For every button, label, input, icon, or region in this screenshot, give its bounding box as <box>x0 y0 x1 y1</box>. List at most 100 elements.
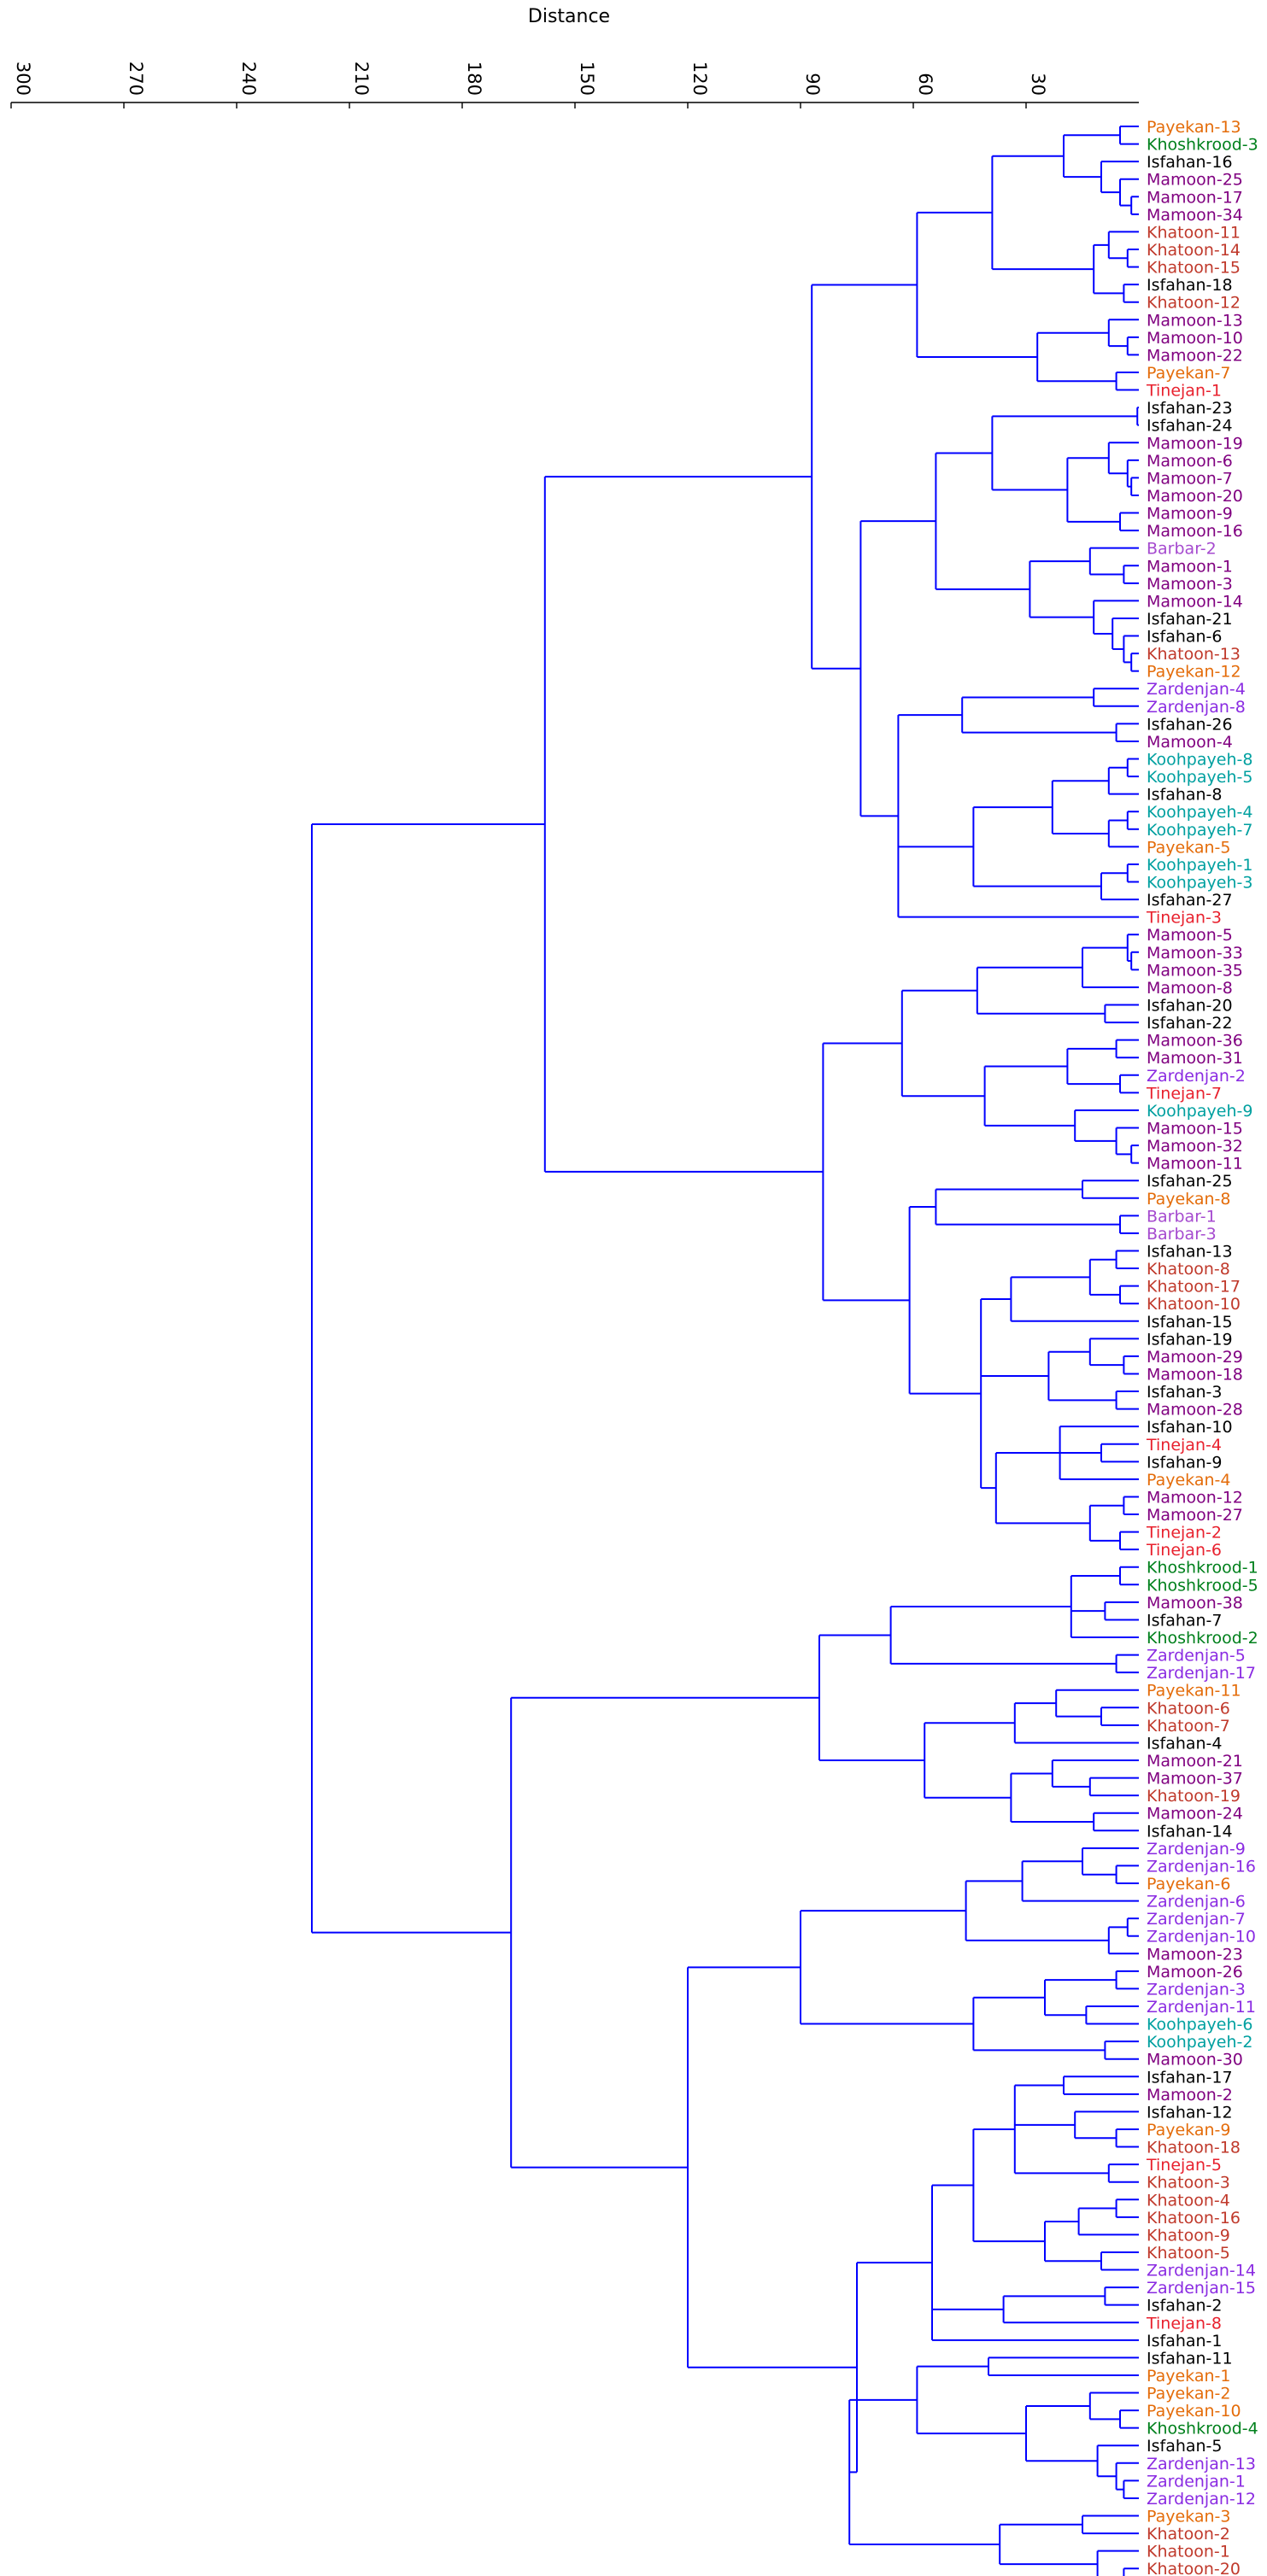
leaf-label: Payekan-2 <box>1147 2385 1230 2403</box>
leaf-label: Zardenjan-16 <box>1147 1857 1256 1876</box>
leaf-label: Isfahan-12 <box>1147 2103 1233 2122</box>
leaf-label: Zardenjan-13 <box>1147 2455 1256 2474</box>
leaf-label: Mamoon-34 <box>1147 206 1243 225</box>
leaf-label: Zardenjan-5 <box>1147 1647 1246 1666</box>
leaf-label: Payekan-6 <box>1147 1875 1230 1894</box>
leaf-label: Isfahan-24 <box>1147 417 1233 436</box>
leaf-label: Khatoon-8 <box>1147 1260 1230 1279</box>
leaf-label: Mamoon-14 <box>1147 592 1243 611</box>
leaf-label: Mamoon-30 <box>1147 2051 1243 2070</box>
leaf-label: Barbar-3 <box>1147 1225 1217 1244</box>
leaf-label: Mamoon-25 <box>1147 171 1243 190</box>
leaf-label: Mamoon-32 <box>1147 1137 1243 1156</box>
axis-tick-label: 300 <box>13 61 33 96</box>
leaf-label: Khoshkrood-3 <box>1147 136 1258 155</box>
leaf-label: Mamoon-18 <box>1147 1365 1243 1384</box>
leaf-label: Isfahan-22 <box>1147 1014 1233 1033</box>
axis-tick-label: 210 <box>351 61 372 96</box>
leaf-label: Mamoon-38 <box>1147 1594 1243 1613</box>
leaf-label: Koohpayeh-2 <box>1147 2033 1252 2052</box>
leaf-label: Payekan-10 <box>1147 2402 1241 2421</box>
leaf-label: Mamoon-35 <box>1147 961 1243 980</box>
leaf-label: Khatoon-20 <box>1147 2560 1241 2576</box>
leaf-label: Khatoon-5 <box>1147 2244 1230 2263</box>
leaf-label: Mamoon-4 <box>1147 733 1233 752</box>
leaf-label: Payekan-8 <box>1147 1190 1230 1209</box>
leaf-label: Mamoon-12 <box>1147 1488 1243 1507</box>
leaf-label: Mamoon-27 <box>1147 1506 1243 1525</box>
leaf-label: Isfahan-15 <box>1147 1313 1233 1332</box>
leaf-labels: Payekan-13Khoshkrood-3Isfahan-16Mamoon-2… <box>1146 118 1258 2576</box>
leaf-label: Zardenjan-8 <box>1147 698 1246 717</box>
leaf-label: Koohpayeh-4 <box>1147 803 1252 822</box>
leaf-label: Zardenjan-4 <box>1147 680 1246 699</box>
leaf-label: Zardenjan-1 <box>1147 2472 1246 2491</box>
leaf-label: Mamoon-5 <box>1147 926 1233 945</box>
leaf-label: Koohpayeh-3 <box>1147 874 1252 893</box>
leaf-label: Tinejan-2 <box>1146 1524 1222 1543</box>
leaf-label: Zardenjan-2 <box>1147 1067 1246 1086</box>
leaf-label: Zardenjan-10 <box>1147 1928 1256 1947</box>
leaf-label: Koohpayeh-5 <box>1147 768 1252 787</box>
leaf-label: Khoshkrood-2 <box>1147 1629 1258 1648</box>
leaf-label: Tinejan-7 <box>1146 1084 1222 1103</box>
leaf-label: Khatoon-16 <box>1147 2209 1241 2228</box>
leaf-label: Payekan-12 <box>1147 663 1241 682</box>
leaf-label: Khatoon-13 <box>1147 645 1241 664</box>
leaf-label: Mamoon-17 <box>1147 188 1243 207</box>
leaf-label: Zardenjan-3 <box>1147 1980 1246 1999</box>
leaf-label: Barbar-2 <box>1147 540 1217 559</box>
leaf-label: Zardenjan-17 <box>1147 1664 1256 1683</box>
leaf-label: Mamoon-2 <box>1147 2086 1233 2105</box>
leaf-label: Payekan-7 <box>1147 364 1230 383</box>
leaf-label: Mamoon-8 <box>1147 979 1233 998</box>
axis-tick-label: 180 <box>464 61 484 96</box>
leaf-label: Isfahan-13 <box>1147 1242 1233 1261</box>
leaf-label: Isfahan-17 <box>1147 2068 1233 2087</box>
leaf-label: Mamoon-28 <box>1147 1401 1243 1420</box>
leaf-label: Payekan-4 <box>1147 1471 1230 1490</box>
leaf-label: Khatoon-11 <box>1147 223 1241 242</box>
leaf-label: Isfahan-14 <box>1147 1822 1233 1841</box>
leaf-label: Mamoon-37 <box>1147 1770 1243 1789</box>
leaf-label: Mamoon-13 <box>1147 311 1243 330</box>
leaf-label: Zardenjan-14 <box>1147 2262 1256 2280</box>
axis-title: Distance <box>528 6 610 27</box>
leaf-label: Isfahan-4 <box>1147 1734 1223 1753</box>
leaf-label: Mamoon-7 <box>1147 469 1233 488</box>
leaf-label: Isfahan-3 <box>1147 1383 1223 1402</box>
leaf-label: Koohpayeh-7 <box>1147 821 1252 840</box>
leaf-label: Payekan-3 <box>1147 2508 1230 2526</box>
leaf-label: Zardenjan-15 <box>1147 2279 1256 2298</box>
axis-tick-label: 120 <box>689 61 710 96</box>
leaf-label: Isfahan-5 <box>1147 2437 1223 2456</box>
leaf-label: Koohpayeh-1 <box>1147 856 1252 875</box>
leaf-label: Mamoon-20 <box>1147 487 1243 506</box>
leaf-label: Isfahan-19 <box>1147 1330 1233 1349</box>
axis-tick-label: 240 <box>238 61 259 96</box>
leaf-label: Isfahan-27 <box>1147 891 1233 910</box>
leaf-label: Payekan-11 <box>1147 1682 1241 1701</box>
leaf-label: Mamoon-15 <box>1147 1119 1243 1138</box>
leaf-label: Khatoon-18 <box>1147 2139 1241 2157</box>
leaf-label: Khatoon-19 <box>1147 1787 1241 1806</box>
leaf-label: Mamoon-23 <box>1147 1945 1243 1964</box>
leaf-label: Payekan-1 <box>1147 2367 1230 2386</box>
leaf-label: Mamoon-16 <box>1147 522 1243 541</box>
leaf-label: Mamoon-10 <box>1147 329 1243 348</box>
leaf-label: Isfahan-7 <box>1147 1611 1223 1630</box>
leaf-label: Khatoon-3 <box>1147 2174 1230 2193</box>
leaf-label: Khoshkrood-4 <box>1147 2420 1258 2438</box>
leaf-label: Mamoon-24 <box>1147 1805 1243 1824</box>
leaf-label: Mamoon-9 <box>1147 505 1233 524</box>
leaf-label: Payekan-13 <box>1147 118 1241 137</box>
axis-tick-label: 270 <box>126 61 146 96</box>
leaf-label: Mamoon-33 <box>1147 944 1243 963</box>
leaf-label: Mamoon-19 <box>1147 434 1243 453</box>
leaf-label: Isfahan-20 <box>1147 997 1233 1016</box>
leaf-label: Mamoon-6 <box>1147 452 1233 471</box>
leaf-label: Khatoon-6 <box>1147 1699 1230 1718</box>
leaf-label: Isfahan-25 <box>1147 1172 1233 1191</box>
leaf-label: Zardenjan-9 <box>1147 1840 1246 1859</box>
